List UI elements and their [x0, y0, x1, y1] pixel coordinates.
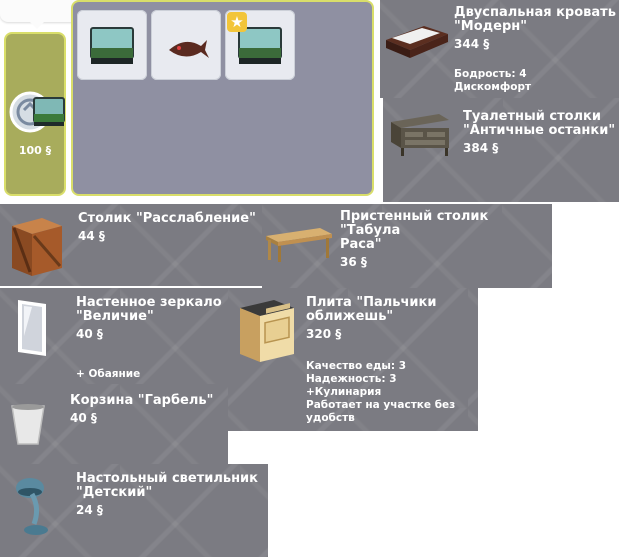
- variation-thumb-1[interactable]: [77, 10, 147, 80]
- item-price: 40 §: [70, 411, 97, 425]
- item-title: Корзина "Гарбель": [70, 393, 214, 408]
- side-table-icon: [266, 228, 332, 262]
- item-title: Пристенный столик "Табула: [340, 209, 489, 238]
- item-title: Плита "Пальчики: [306, 295, 437, 310]
- item-stat: Надежность: 3: [306, 373, 397, 385]
- trash-can-icon: [11, 404, 45, 445]
- item-stat: +Кулинария: [306, 386, 382, 398]
- mirror-icon: [18, 300, 46, 356]
- item-title: оближешь": [306, 309, 394, 324]
- catalog-item-crate-table[interactable]: Столик "Расслабление" 44 §: [0, 204, 262, 286]
- selected-price: 100 §: [18, 144, 52, 157]
- aquarium-icon: [33, 97, 65, 126]
- catalog-item-bed[interactable]: Двуспальная кровать "Модерн" 344 § Бодро…: [380, 0, 619, 98]
- item-price: 320 §: [306, 327, 342, 341]
- aquarium-icon: [238, 27, 282, 64]
- item-price: 344 §: [454, 37, 490, 51]
- variations-panel: ★: [71, 0, 374, 196]
- bed-icon: [386, 26, 448, 58]
- item-title: "Античные останки": [463, 123, 616, 138]
- item-title: Настенное зеркало: [76, 295, 222, 310]
- item-stat: Работает на участке без: [306, 399, 456, 411]
- item-price: 40 §: [76, 327, 103, 341]
- selected-item-panel[interactable]: 100 §: [4, 32, 66, 196]
- variation-thumb-3[interactable]: ★: [225, 10, 295, 80]
- item-title: Раса": [340, 237, 382, 252]
- catalog-item-stove[interactable]: Плита "Пальчики оближешь" 320 § Качество…: [228, 288, 478, 431]
- item-title: "Величие": [76, 309, 154, 324]
- item-stat: Качество еды: 3: [306, 360, 407, 372]
- item-stat: удобств: [306, 412, 355, 424]
- catalog-item-trash-can[interactable]: Корзина "Гарбель" 40 §: [0, 384, 228, 464]
- tooltip-tail: [28, 20, 46, 29]
- catalog-item-mirror[interactable]: Настенное зеркало "Величие" 40 § + Обаян…: [0, 288, 228, 384]
- item-price: 44 §: [78, 229, 105, 243]
- item-price: 24 §: [76, 503, 103, 517]
- item-title: "Модерн": [454, 19, 528, 34]
- item-stat: Дискомфорт: [454, 81, 532, 93]
- variation-thumb-2[interactable]: [151, 10, 221, 80]
- item-stat: Бодрость: 4: [454, 68, 527, 80]
- catalog-item-desk-lamp[interactable]: Настольный светильник "Детский" 24 §: [0, 464, 268, 557]
- item-title: "Детский": [76, 485, 153, 500]
- crate-icon: [12, 218, 62, 276]
- item-title: Туалетный столки: [463, 109, 601, 124]
- item-price: 384 §: [463, 141, 499, 155]
- catalog-item-dresser[interactable]: Туалетный столки "Античные останки" 384 …: [383, 98, 619, 202]
- lamp-icon: [16, 478, 48, 535]
- fish-icon: [169, 40, 209, 58]
- catalog-item-wall-table[interactable]: Пристенный столик "Табула Раса" 36 §: [262, 204, 552, 288]
- item-price: 36 §: [340, 255, 367, 269]
- dresser-icon: [391, 114, 449, 156]
- aquarium-icon: [90, 27, 134, 64]
- star-icon: ★: [227, 12, 247, 32]
- item-stat: + Обаяние: [76, 368, 141, 380]
- item-title: Настольный светильник: [76, 471, 258, 486]
- item-title: Столик "Расслабление": [78, 211, 256, 226]
- stove-icon: [240, 300, 294, 362]
- item-title: Двуспальная кровать: [454, 5, 616, 20]
